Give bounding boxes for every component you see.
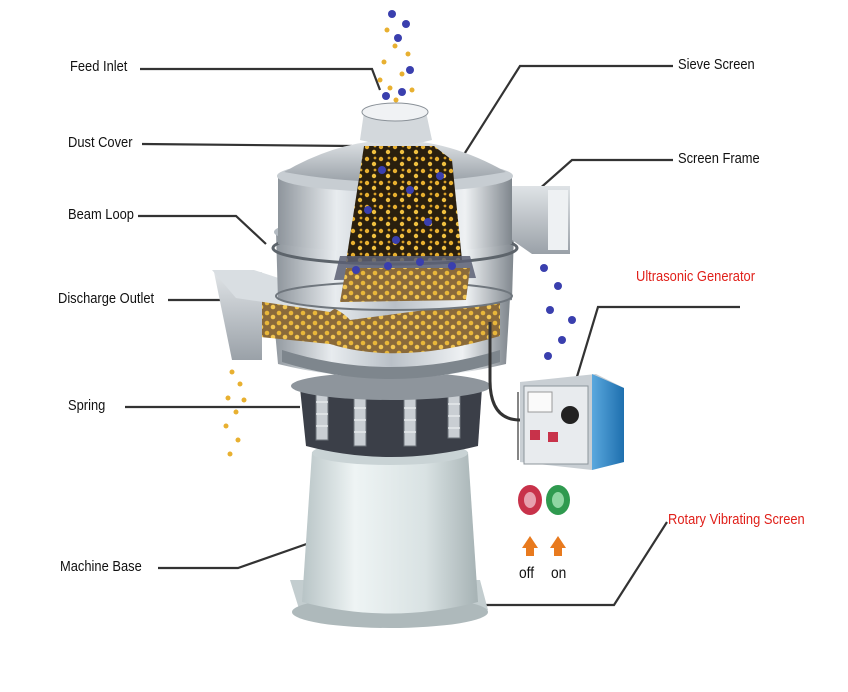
leader-lines <box>125 64 740 607</box>
label-beam-loop: Beam Loop <box>68 206 134 223</box>
right-particles <box>540 264 576 360</box>
control-buttons <box>518 485 570 556</box>
label-dust-cover: Dust Cover <box>68 134 133 151</box>
discharge-particles <box>223 369 247 457</box>
label-machine-base: Machine Base <box>60 558 142 575</box>
label-screen-frame: Screen Frame <box>678 150 760 167</box>
label-ultrasonic-generator: Ultrasonic Generator <box>636 268 756 285</box>
feed-particles <box>377 10 415 103</box>
label-on: on <box>551 565 567 582</box>
label-sieve-screen: Sieve Screen <box>678 56 755 73</box>
machine-base <box>290 441 488 628</box>
spring-section <box>291 372 491 457</box>
right-outlet <box>512 186 570 254</box>
ultrasonic-generator <box>520 374 624 470</box>
cutaway <box>334 146 476 302</box>
label-rotary-vibrating-screen: Rotary Vibrating Screen <box>668 511 805 528</box>
label-off: off <box>519 565 535 582</box>
label-discharge-outlet: Discharge Outlet <box>58 290 155 307</box>
label-spring: Spring <box>68 397 106 414</box>
label-feed-inlet: Feed Inlet <box>70 58 128 75</box>
